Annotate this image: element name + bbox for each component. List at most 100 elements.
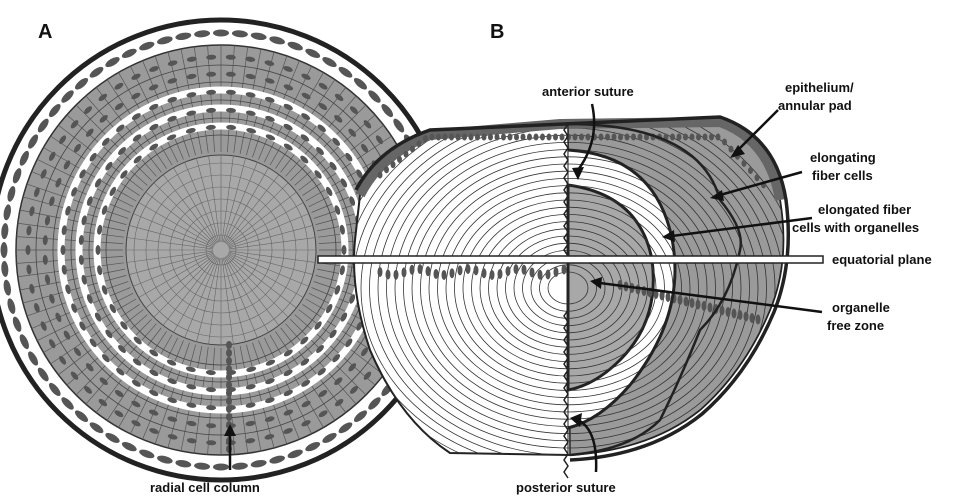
epithelial-cell <box>508 134 513 141</box>
bow-nucleus <box>498 269 503 279</box>
panel-label-b: B <box>490 21 504 43</box>
epithelial-cell <box>553 134 558 141</box>
column-cell <box>226 397 232 405</box>
bow-nucleus <box>562 264 567 274</box>
bow-nucleus <box>702 301 707 311</box>
epithelial-cell <box>683 134 688 141</box>
bow-nucleus <box>378 267 383 277</box>
bow-nucleus <box>410 265 415 275</box>
epithelial-cell <box>755 174 760 181</box>
epithelial-cell <box>618 134 623 141</box>
equatorial-plane-bar <box>318 256 823 263</box>
epithelial-cell <box>456 134 461 141</box>
bow-nucleus <box>482 268 487 278</box>
bow-nucleus <box>756 315 761 325</box>
bow-nucleus <box>546 270 551 280</box>
epithelial-cell <box>469 134 474 141</box>
epithelial-cell <box>391 161 396 168</box>
bow-nucleus <box>738 310 743 320</box>
radial-cell-column-label: radial cell column <box>150 480 260 495</box>
bow-nucleus <box>666 292 671 302</box>
epithelial-cell <box>573 134 578 141</box>
bow-nucleus <box>394 270 399 280</box>
epithelial-cell <box>384 166 389 173</box>
epithelial-cell <box>605 134 610 141</box>
elongating-label: elongating <box>810 150 876 165</box>
elongated-organelles-label: cells with organelles <box>792 220 919 235</box>
epithelial-cell <box>430 134 435 141</box>
epithelial-nucleus <box>213 30 229 37</box>
column-cell <box>226 349 232 357</box>
bow-nucleus <box>506 266 511 276</box>
fiber-nucleus <box>26 245 31 255</box>
epithelial-cell <box>378 172 383 179</box>
epithelial-cell <box>560 134 565 141</box>
bow-nucleus <box>684 297 689 307</box>
column-cell <box>226 381 232 389</box>
epithelial-cell <box>625 134 630 141</box>
epithelial-cell <box>540 134 545 141</box>
bow-nucleus <box>426 266 431 276</box>
epithelial-cell <box>514 134 519 141</box>
bow-nucleus <box>450 268 455 278</box>
epithelial-cell <box>501 134 506 141</box>
epithelial-cell <box>631 134 636 141</box>
epithelial-cell <box>638 134 643 141</box>
epithelial-cell <box>722 138 727 145</box>
bow-nucleus <box>434 269 439 279</box>
column-cell <box>226 365 232 373</box>
bow-nucleus <box>386 270 391 280</box>
bow-nucleus <box>708 303 713 313</box>
bow-nucleus <box>636 285 641 295</box>
epithelial-cell <box>716 134 721 141</box>
bow-nucleus <box>744 312 749 322</box>
epithelial-cell <box>742 160 747 167</box>
epithelial-cell <box>423 135 428 142</box>
epithelial-cell <box>599 134 604 141</box>
bow-nucleus <box>418 264 423 274</box>
annular-pad-label: annular pad <box>778 98 852 113</box>
bow-nucleus <box>402 267 407 277</box>
panel-b-meridional-section: B anterior suture posterior suture epith… <box>318 21 932 495</box>
fiber-nucleus <box>61 245 66 255</box>
epithelial-cell <box>729 146 734 153</box>
column-cell <box>226 405 232 413</box>
bow-nucleus <box>458 265 463 275</box>
epithelium-label: epithelium/ <box>785 80 854 95</box>
epithelial-cell <box>547 134 552 141</box>
column-cell <box>226 341 232 349</box>
epithelial-cell <box>579 134 584 141</box>
anterior-suture-label: anterior suture <box>542 84 634 99</box>
epithelial-cell <box>443 134 448 141</box>
epithelial-cell <box>482 134 487 141</box>
column-cell <box>226 357 232 365</box>
epithelial-cell <box>696 134 701 141</box>
elongating-fiber-cells-label: fiber cells <box>812 168 873 183</box>
epithelial-cell <box>397 156 402 163</box>
epithelial-cell <box>475 134 480 141</box>
epithelial-cell <box>462 134 467 141</box>
epithelial-cell <box>495 134 500 141</box>
epithelial-cell <box>748 167 753 174</box>
organelle-label: organelle <box>832 300 890 315</box>
bow-nucleus <box>442 270 447 280</box>
elongated-fiber-label: elongated fiber <box>818 202 911 217</box>
panel-label-a: A <box>38 21 52 43</box>
epithelial-cell <box>670 134 675 141</box>
posterior-suture-label: posterior suture <box>516 480 616 495</box>
bow-nucleus <box>522 265 527 275</box>
epithelial-cell <box>709 134 714 141</box>
organelle-free-zone-label: free zone <box>827 318 884 333</box>
bow-nucleus <box>750 313 755 323</box>
epithelial-cell <box>436 134 441 141</box>
bow-nucleus <box>726 307 731 317</box>
bow-nucleus <box>530 267 535 277</box>
fiber-nucleus <box>96 245 101 255</box>
epithelial-cell <box>521 134 526 141</box>
equatorial-plane-label: equatorial plane <box>832 252 932 267</box>
epithelial-cell <box>612 134 617 141</box>
column-cell <box>226 389 232 397</box>
epithelial-cell <box>488 134 493 141</box>
epithelial-cell <box>527 134 532 141</box>
